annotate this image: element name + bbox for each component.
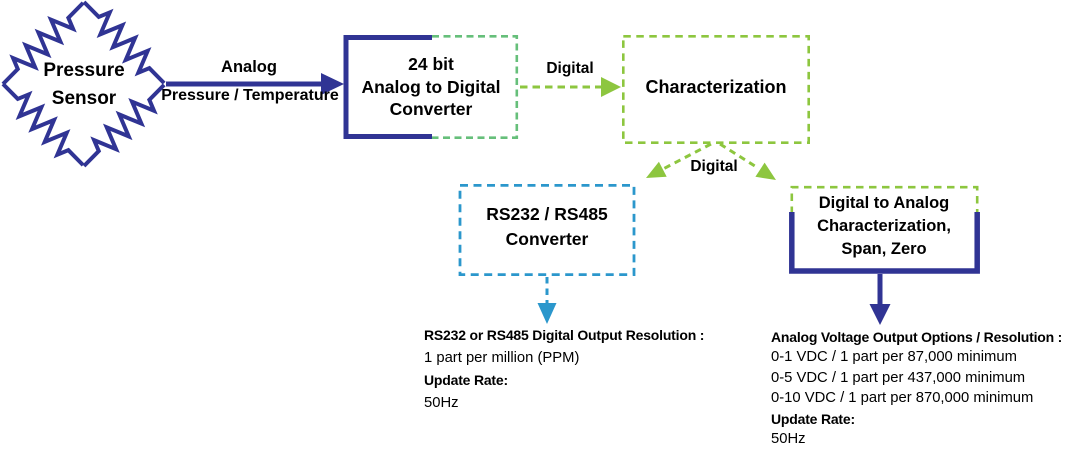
analog-arrow (166, 73, 344, 95)
rs232-specs-resolution-heading: RS232 or RS485 Digital Output Resolution… (424, 327, 705, 343)
digital-arrow-right (719, 142, 776, 180)
adc-label-line1: 24 bit (408, 54, 454, 74)
characterization-box-label: Characterization (645, 77, 787, 97)
analog-specs-update-rate-heading: Update Rate: (771, 410, 855, 427)
dac-label-line2: Characterization, (817, 217, 951, 235)
analog-specs-option-2: 0-5 VDC / 1 part per 437,000 minimum (771, 369, 1026, 386)
analog-link-label: Analog (221, 58, 277, 76)
rs232-specs-update-rate-heading: Update Rate: (424, 372, 508, 388)
rs232-specs: RS232 or RS485 Digital Output Resolution… (424, 324, 704, 414)
pressure-sensor-label: Pressure Sensor (14, 57, 154, 113)
adc-box (343, 35, 519, 139)
dac-label-line3: Span, Zero (841, 240, 927, 258)
rs232-specs-update-rate-value: 50Hz (424, 394, 459, 411)
rs232-specs-resolution-value: 1 part per million (PPM) (424, 349, 580, 366)
analog-specs-option-1: 0-1 VDC / 1 part per 87,000 minimum (771, 349, 1017, 366)
adc-label-line3: Converter (389, 99, 473, 119)
dac-box (789, 185, 980, 274)
rs232-label-line1: RS232 / RS485 (486, 204, 608, 224)
digital-arrow-1 (520, 77, 621, 97)
rs232-output-arrow (537, 277, 557, 324)
pressure-sensor-label-line2: Sensor (51, 88, 117, 109)
digital-link-1-label: Digital (546, 60, 594, 77)
rs232-box (458, 183, 636, 276)
analog-specs-option-3: 0-10 VDC / 1 part per 870,000 minimum (771, 390, 1034, 407)
dac-label-line1: Digital to Analog (818, 194, 950, 212)
pressure-sensor-label-line1: Pressure (43, 60, 125, 81)
digital-arrow-left (646, 142, 712, 178)
analog-specs: Analog Voltage Output Options / Resoluti… (771, 327, 1062, 449)
dac-box-label: Digital to Analog Characterization, Span… (792, 192, 976, 261)
dac-output-arrow (869, 274, 891, 325)
analog-specs-update-rate-value: 50Hz (771, 431, 806, 448)
pressure-temperature-label: Pressure / Temperature (161, 87, 339, 104)
digital-link-2-label: Digital (690, 158, 738, 175)
adc-box-label: 24 bit Analog to Digital Converter (346, 53, 516, 121)
adc-label-line2: Analog to Digital (361, 76, 501, 97)
rs232-label-line2: Converter (505, 229, 589, 249)
rs232-box-label: RS232 / RS485 Converter (461, 202, 633, 252)
characterization-box (621, 34, 810, 145)
analog-specs-options-heading: Analog Voltage Output Options / Resoluti… (771, 329, 1063, 345)
